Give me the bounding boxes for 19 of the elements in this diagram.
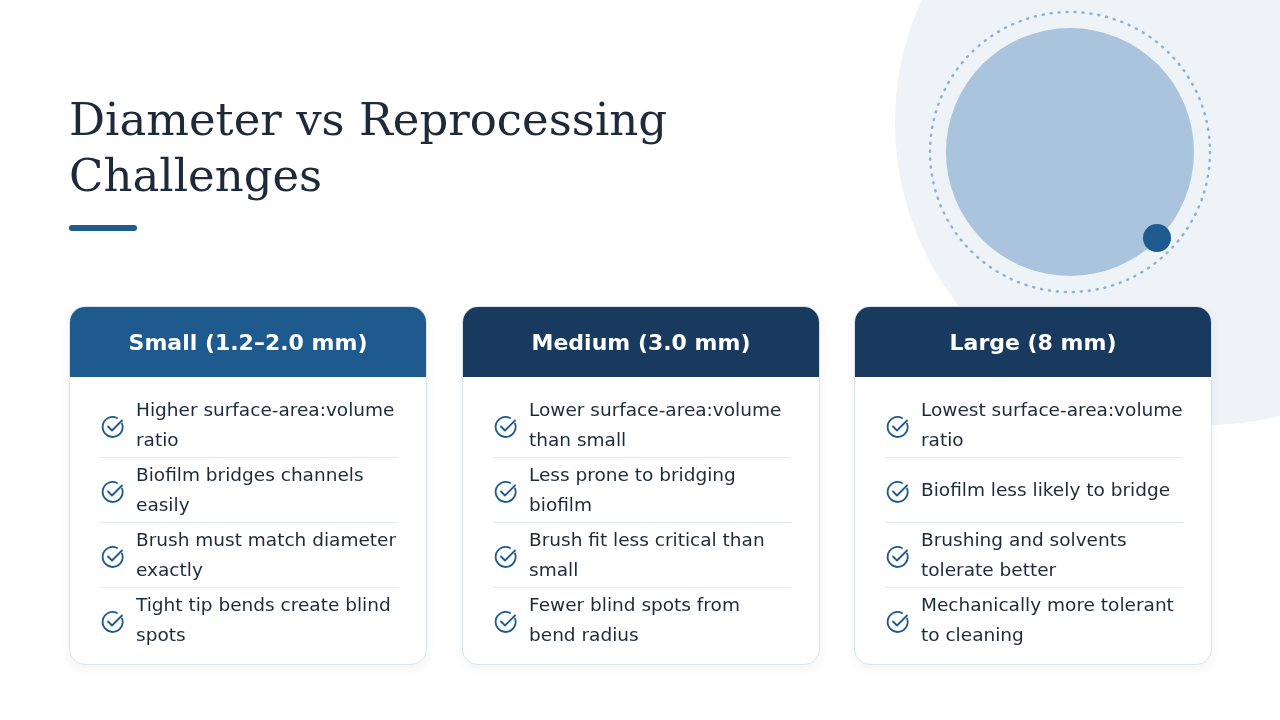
card-header: Large (8 mm) — [855, 307, 1211, 377]
bullet-text: Mechanically more tolerant to cleaning — [921, 593, 1175, 647]
category-card — [462, 306, 820, 665]
bullet-text: Higher surface-area:volume ratio — [136, 398, 396, 452]
bullet-text: Biofilm bridges channels easily — [136, 463, 365, 517]
bullet-text: Less prone to bridging biofilm — [529, 463, 737, 517]
bullet-text: Tight tip bends create blind spots — [136, 593, 392, 647]
bullet-text: Biofilm less likely to bridge — [921, 478, 1172, 502]
bullet-text: Lowest surface-area:volume ratio — [921, 398, 1183, 452]
bullet-text: Brush fit less critical than small — [529, 528, 766, 582]
category-card — [854, 306, 1212, 665]
card-header: Medium (3.0 mm) — [463, 307, 819, 377]
slide-title: Diameter vs Reprocessing Challenges — [69, 92, 669, 204]
bullet-text: Fewer blind spots from bend radius — [529, 593, 741, 647]
bullet-text: Lower surface-area:volume than small — [529, 398, 783, 452]
bullet-text: Brush must match diameter exactly — [136, 528, 398, 582]
category-card — [69, 306, 427, 665]
card-header: Small (1.2–2.0 mm) — [70, 307, 426, 377]
bullet-text: Brushing and solvents tolerate better — [921, 528, 1128, 582]
